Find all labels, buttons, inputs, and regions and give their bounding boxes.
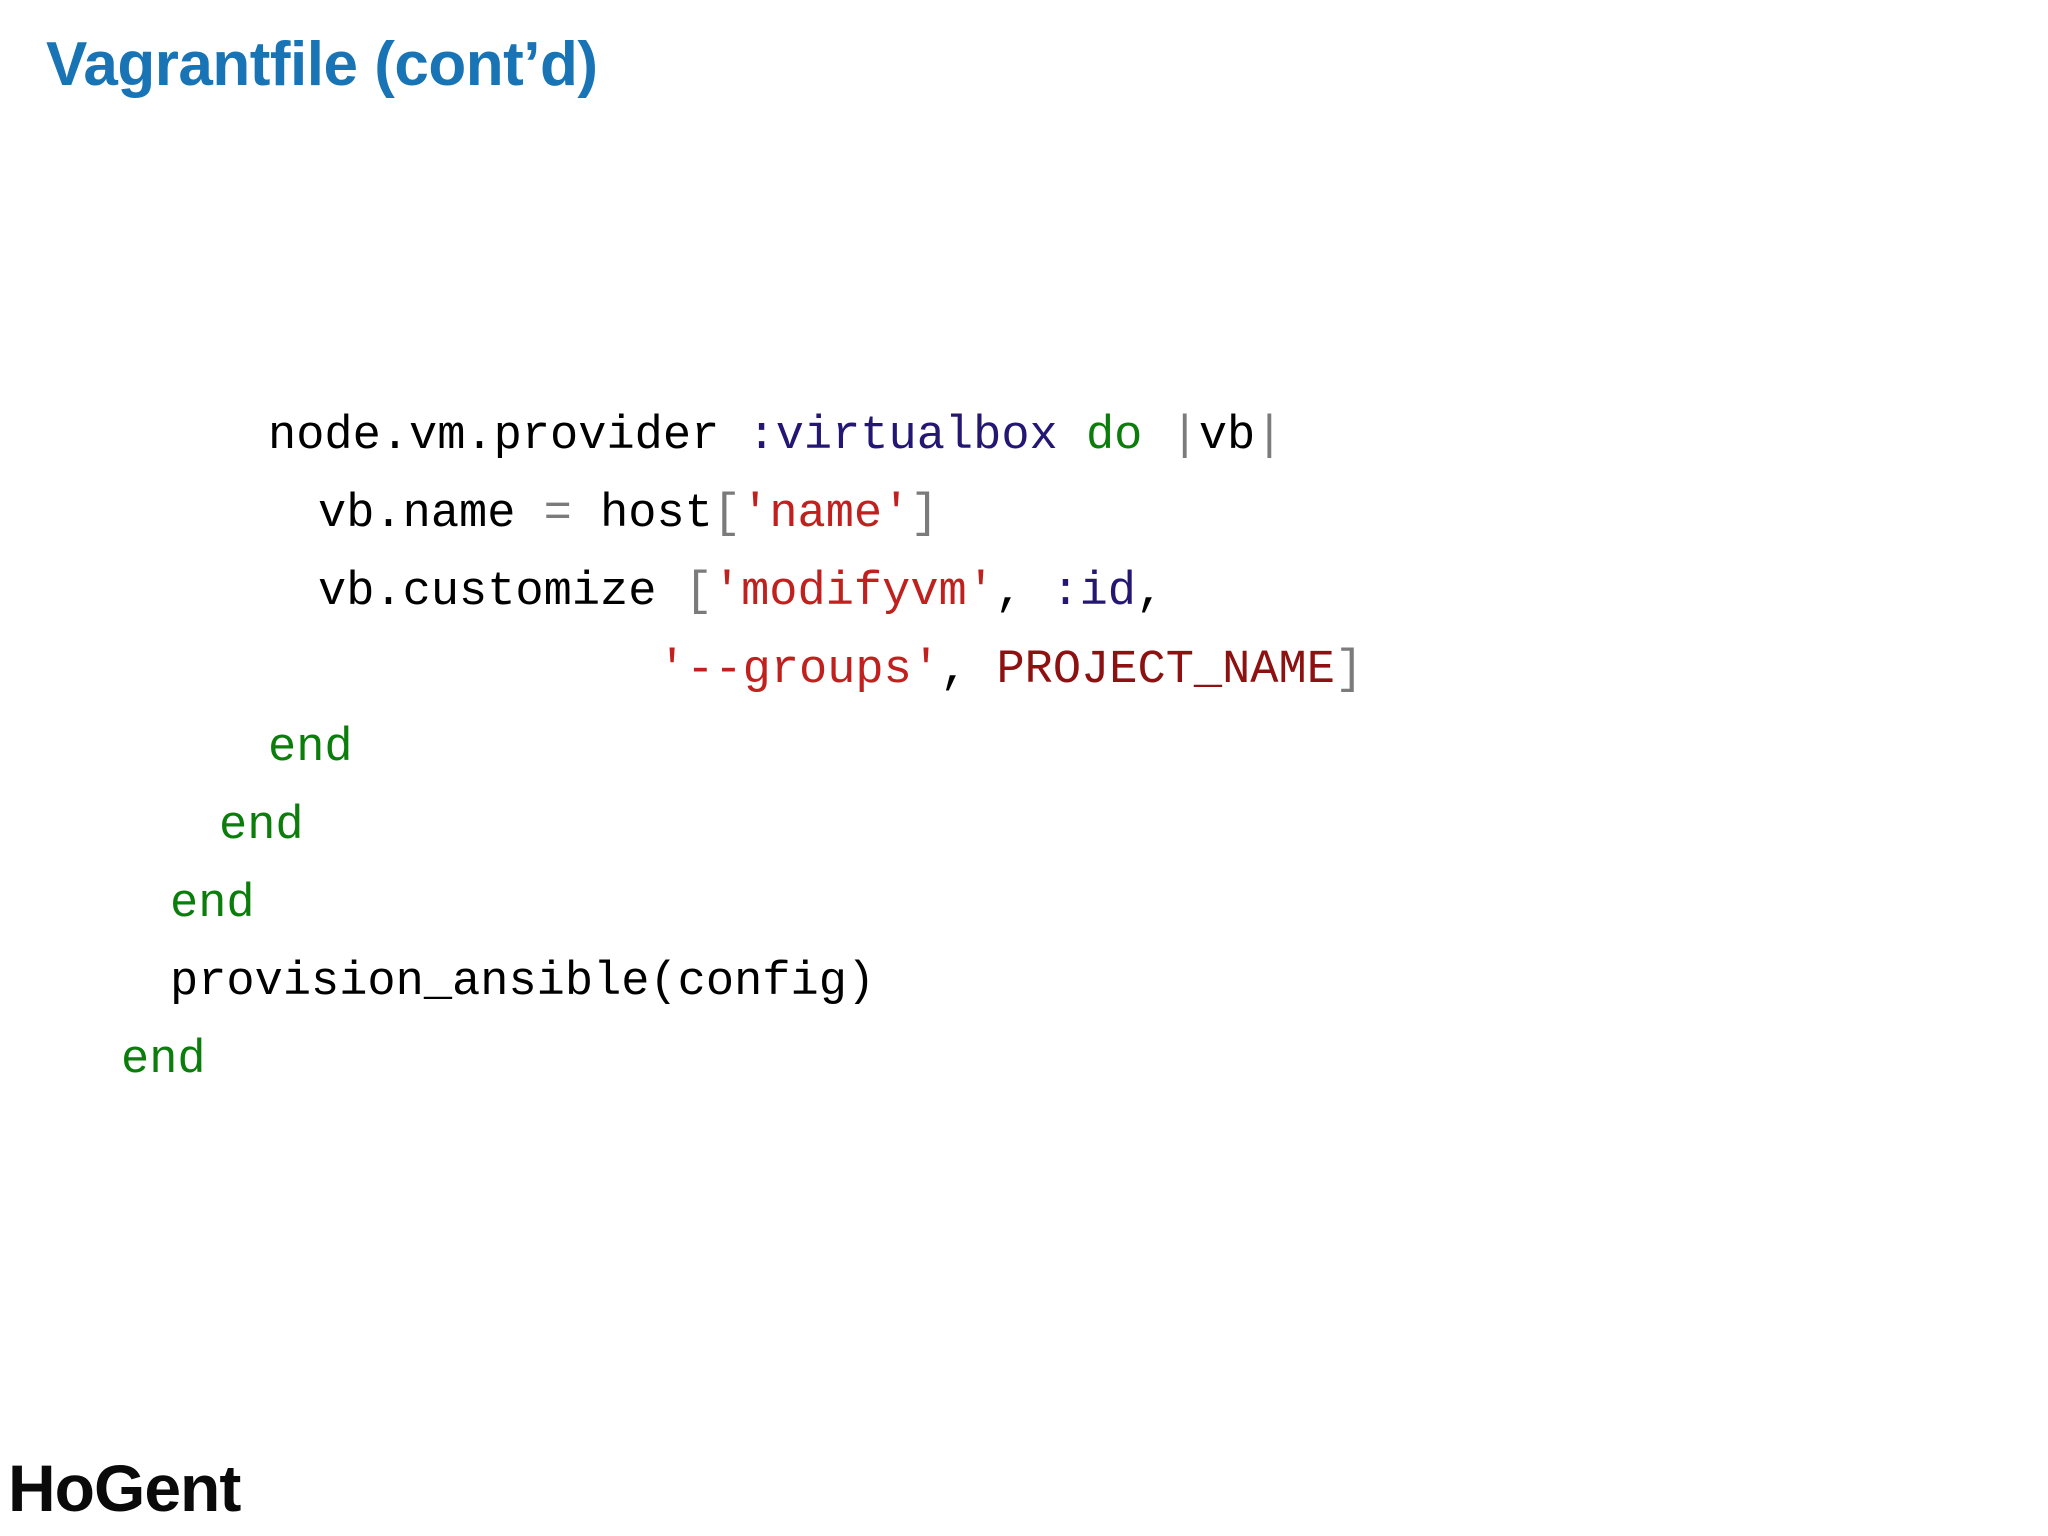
code-token: PROJECT_NAME	[996, 644, 1335, 697]
code-token	[1058, 410, 1086, 463]
code-token: do	[1085, 410, 1143, 463]
code-token: end	[268, 722, 353, 775]
code-line: provision_ansible(config)	[0, 944, 2048, 1022]
code-token: host	[571, 488, 713, 541]
code-line: vb.customize ['modifyvm', :id,	[0, 554, 2048, 632]
code-token: vb.customize	[318, 566, 685, 619]
code-token	[1142, 410, 1170, 463]
code-token: |	[1170, 410, 1199, 463]
code-token: '--groups'	[658, 644, 941, 697]
code-token: 'modifyvm'	[712, 566, 995, 619]
code-line: '--groups', PROJECT_NAME]	[0, 632, 2048, 710]
code-token: ,	[940, 644, 997, 697]
code-token: end	[121, 1034, 206, 1087]
code-token: 'name'	[741, 488, 911, 541]
code-token: provision_ansible(config)	[170, 956, 876, 1009]
code-token: ,	[994, 566, 1052, 619]
code-token: [	[712, 488, 742, 541]
page-title: Vagrantfile (cont’d)	[46, 30, 598, 99]
hogent-logo: HoGent	[8, 1451, 241, 1525]
code-token: =	[543, 488, 572, 541]
code-token: |	[1255, 410, 1284, 463]
code-line: node.vm.provider :virtualbox do |vb|	[0, 398, 2048, 476]
code-token: vb	[1198, 410, 1256, 463]
code-listing: node.vm.provider :virtualbox do |vb|vb.n…	[0, 398, 2048, 1100]
code-token: end	[170, 878, 255, 931]
code-token: ]	[1334, 644, 1364, 697]
code-token: :id	[1051, 566, 1136, 619]
code-line: end	[0, 788, 2048, 866]
code-token: :virtualbox	[747, 410, 1058, 463]
code-token: [	[684, 566, 713, 619]
code-token: end	[219, 800, 304, 853]
code-token: ]	[910, 488, 939, 541]
code-line: vb.name = host['name']	[0, 476, 2048, 554]
code-line: end	[0, 866, 2048, 944]
code-token: ,	[1135, 566, 1165, 619]
code-token: vb.name	[318, 488, 544, 541]
code-token: node.vm.provider	[268, 410, 748, 463]
code-line: end	[0, 1022, 2048, 1100]
code-line: end	[0, 710, 2048, 788]
